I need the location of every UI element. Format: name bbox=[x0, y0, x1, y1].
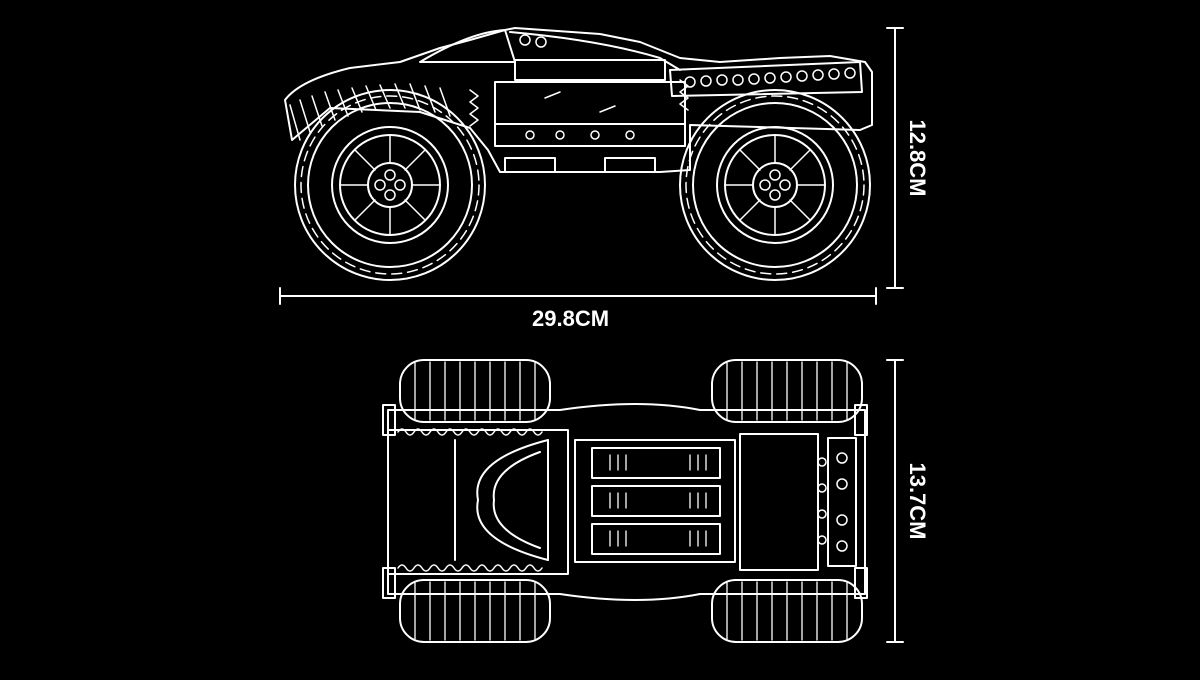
side-cockpit bbox=[419, 29, 516, 63]
top-nose-arch bbox=[476, 439, 549, 561]
top-view-truck bbox=[382, 359, 868, 643]
top-wheel-rear-right bbox=[711, 579, 863, 643]
top-battery-packs bbox=[574, 439, 736, 563]
side-front-wheel bbox=[294, 89, 486, 281]
side-top-beam bbox=[669, 61, 863, 97]
length-dimension-line bbox=[279, 287, 877, 305]
top-chassis-outline bbox=[387, 403, 866, 601]
side-view-truck bbox=[284, 27, 873, 281]
side-rear-wheel bbox=[679, 89, 871, 281]
length-label: 29.8CM bbox=[532, 306, 610, 331]
top-wheel-front-right bbox=[399, 579, 551, 643]
top-wheel-front-left bbox=[399, 359, 551, 423]
side-body-outline bbox=[284, 27, 873, 173]
side-beam-holes bbox=[519, 34, 856, 88]
top-wheel-rear-left bbox=[711, 359, 863, 423]
side-center-panel bbox=[514, 59, 666, 81]
top-rear-box bbox=[739, 433, 819, 571]
height-label: 12.8CM bbox=[905, 119, 930, 197]
top-front-springs bbox=[397, 428, 543, 572]
width-label: 13.7CM bbox=[905, 462, 930, 540]
side-suspension-coil bbox=[469, 79, 689, 127]
width-dimension-line bbox=[886, 359, 904, 643]
height-dimension-line bbox=[886, 27, 904, 289]
